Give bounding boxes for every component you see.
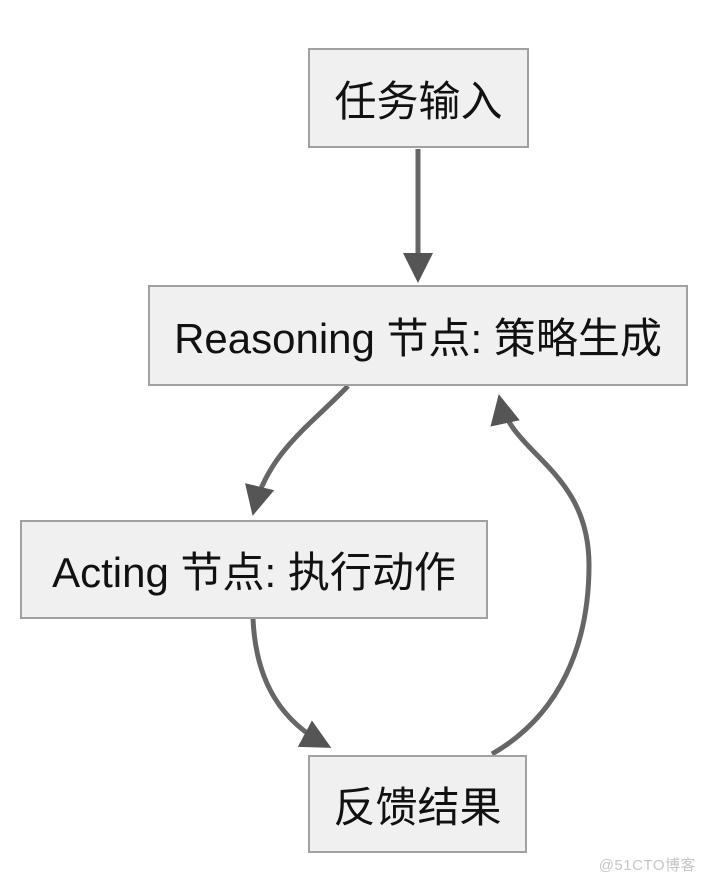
node-acting: Acting 节点: 执行动作 [20, 520, 488, 619]
node-feedback: 反馈结果 [308, 755, 527, 853]
node-task-input: 任务输入 [308, 48, 529, 148]
node-acting-label: Acting 节点: 执行动作 [52, 549, 456, 596]
node-feedback-label: 反馈结果 [333, 783, 502, 831]
edge-feedback-to-reasoning-arrow [490, 394, 592, 757]
watermark: @51CTO博客 [598, 857, 696, 874]
node-reasoning: Reasoning 节点: 策略生成 [148, 285, 688, 386]
node-reasoning-label: Reasoning 节点: 策略生成 [174, 315, 662, 362]
edge-reasoning-to-acting-arrow [245, 384, 350, 516]
edge-acting-to-feedback-arrow [250, 618, 332, 748]
node-task-input-label: 任务输入 [334, 77, 503, 125]
